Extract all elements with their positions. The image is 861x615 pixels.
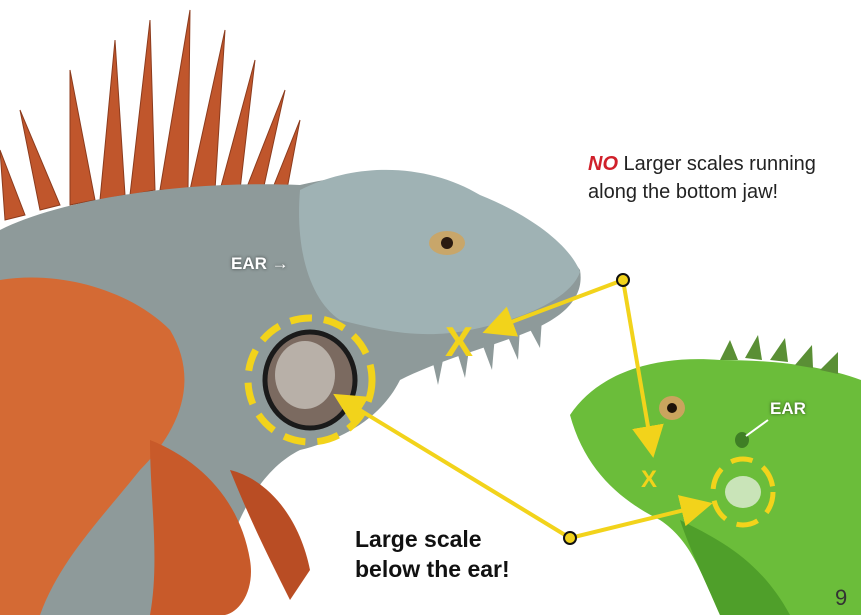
x-mark-small: X [641,466,657,494]
connector-dot-top [617,274,629,286]
jaw-scales-text: Larger scales running along the bottom j… [588,153,816,203]
page-number: 9 [835,585,847,611]
ear-label-small: EAR [770,399,806,419]
ear-label-large: EAR → [231,254,289,274]
jaw-scales-note: NO Larger scales running along the botto… [588,150,828,206]
x-mark-large: X [445,318,473,366]
caption-line-1: Large scale [355,526,482,552]
arrow-to-scale-large [340,398,570,538]
large-scale-caption: Large scale below the ear! [355,524,595,584]
no-emphasis: NO [588,153,618,175]
caption-line-2: below the ear! [355,556,510,582]
